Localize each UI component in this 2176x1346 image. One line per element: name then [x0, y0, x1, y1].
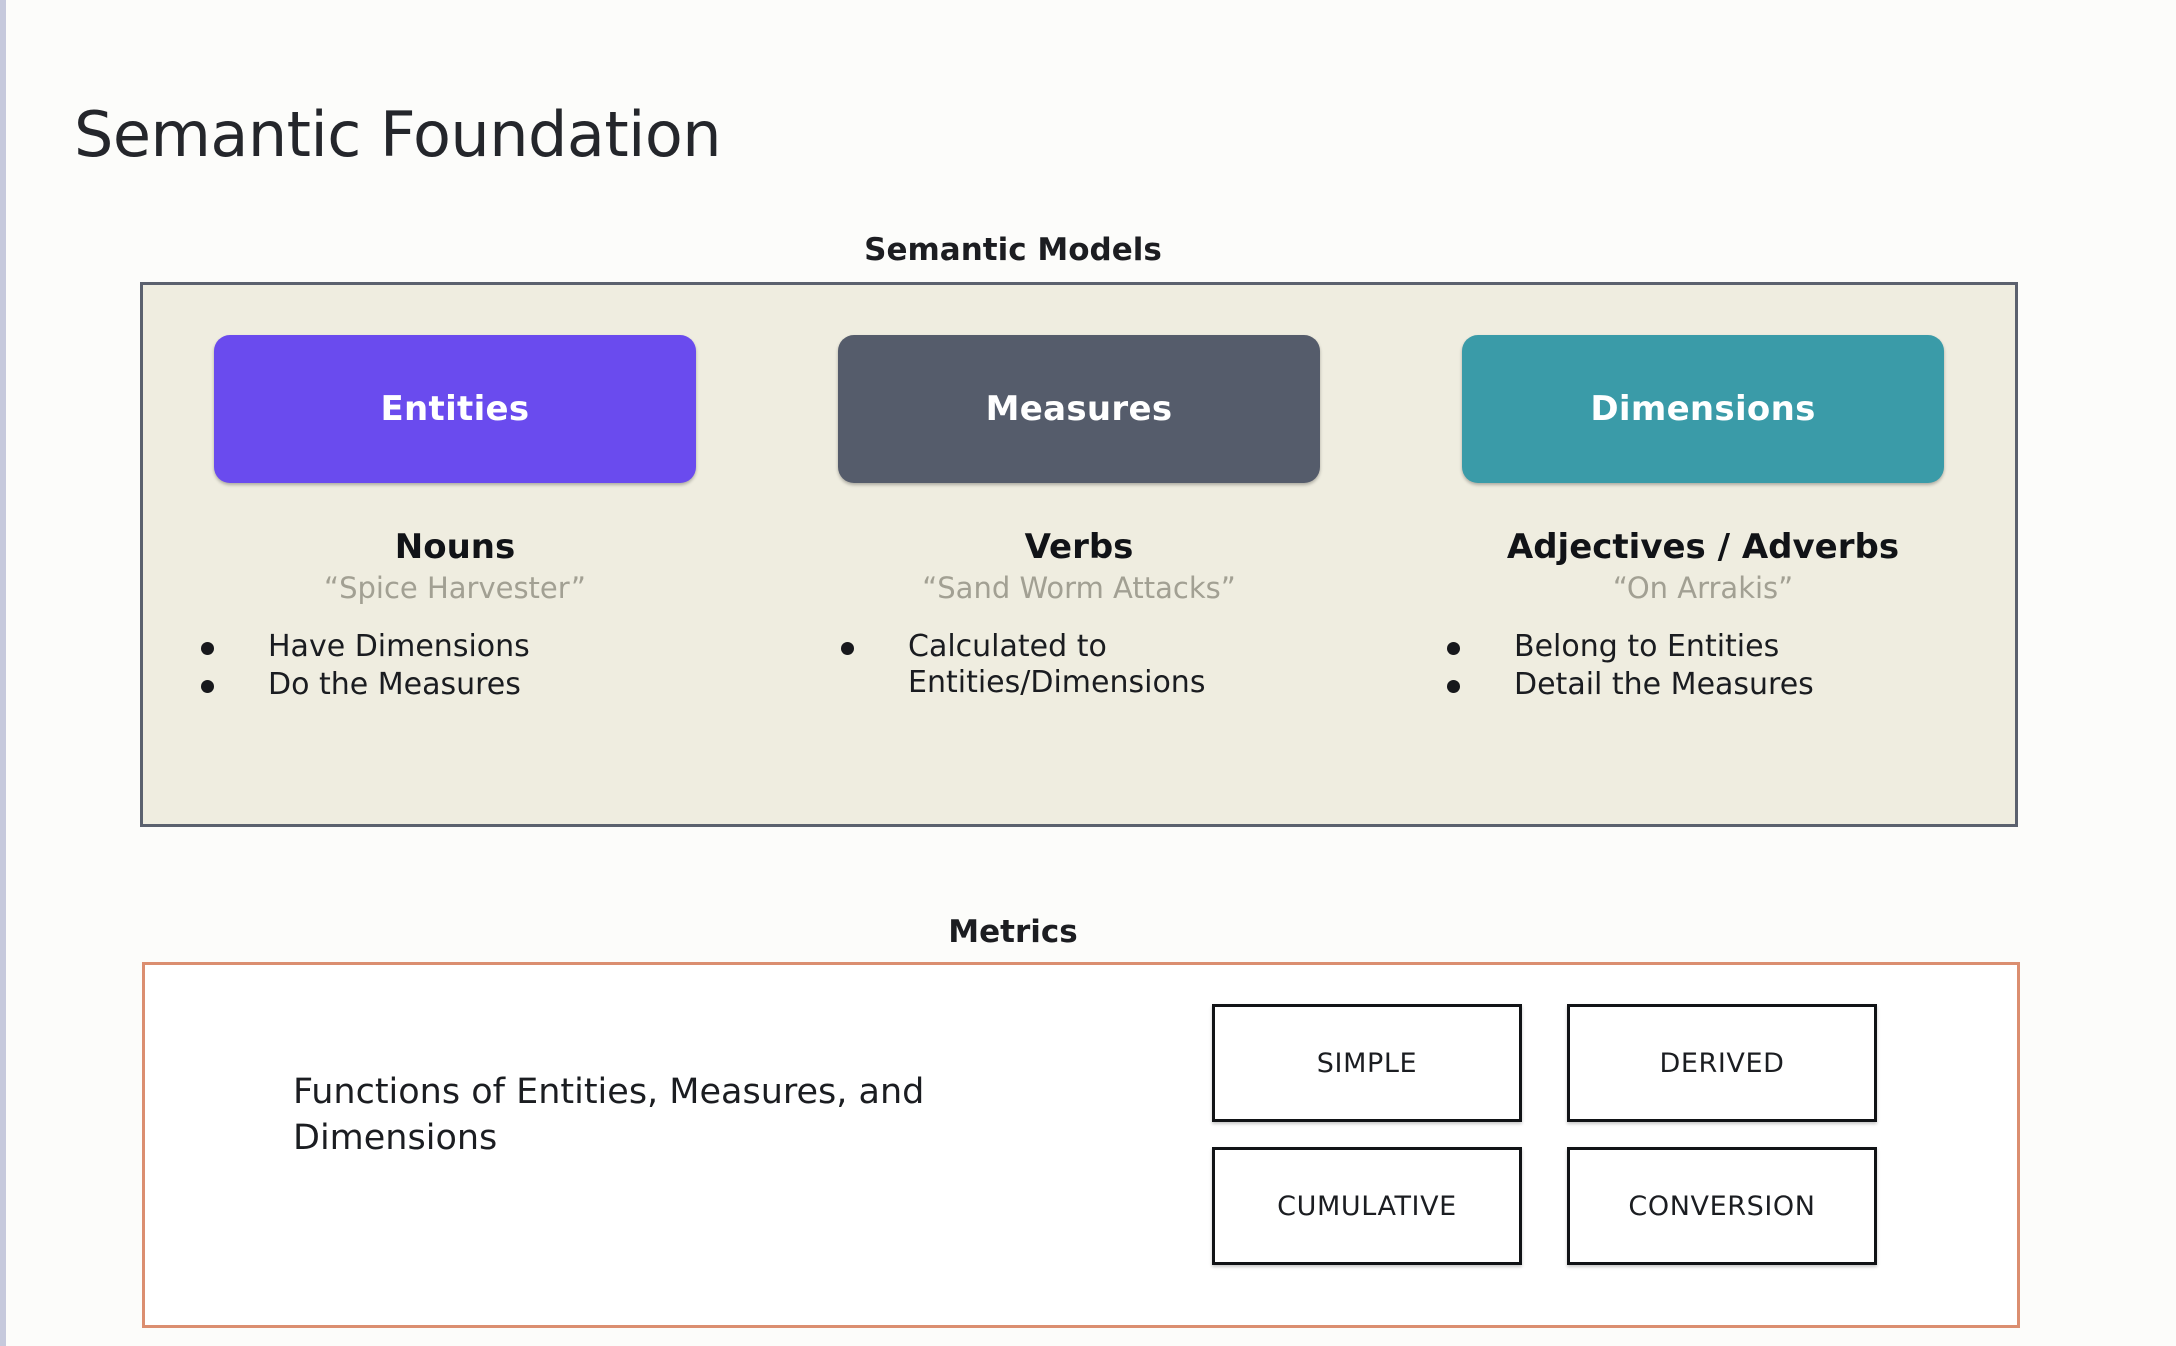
entities-bullet-list: Have Dimensions Do the Measures	[143, 629, 767, 705]
list-item-label: Detail the Measures	[1514, 667, 1814, 702]
list-item-label: Belong to Entities	[1514, 629, 1780, 664]
list-item: Calculated to Entities/Dimensions	[841, 629, 1391, 701]
metric-type-cumulative[interactable]: CUMULATIVE	[1212, 1147, 1522, 1265]
list-item-label: Have Dimensions	[268, 629, 530, 664]
dimensions-chip[interactable]: Dimensions	[1462, 335, 1944, 483]
bullet-dot-icon	[201, 642, 214, 655]
metric-type-simple[interactable]: SIMPLE	[1212, 1004, 1522, 1122]
entities-part-of-speech: Nouns	[394, 527, 516, 567]
semantic-models-panel: Entities Nouns “Spice Harvester” Have Di…	[140, 282, 2018, 827]
list-item: Do the Measures	[201, 667, 767, 703]
bullet-dot-icon	[1447, 642, 1460, 655]
list-item-label: Do the Measures	[268, 667, 521, 702]
bullet-dot-icon	[201, 680, 214, 693]
dimensions-example: “On Arrakis”	[1612, 571, 1794, 605]
semantic-column-dimensions: Dimensions Adjectives / Adverbs “On Arra…	[1391, 285, 2015, 824]
semantic-column-measures: Measures Verbs “Sand Worm Attacks” Calcu…	[767, 285, 1391, 824]
metric-type-conversion[interactable]: CONVERSION	[1567, 1147, 1877, 1265]
measures-part-of-speech: Verbs	[1024, 527, 1134, 567]
bullet-dot-icon	[1447, 680, 1460, 693]
dimensions-bullet-list: Belong to Entities Detail the Measures	[1391, 629, 2015, 705]
left-edge-strip	[0, 0, 6, 1346]
entities-example: “Spice Harvester”	[324, 571, 586, 605]
metrics-panel: Functions of Entities, Measures, and Dim…	[142, 962, 2020, 1328]
metrics-type-grid: SIMPLE DERIVED CUMULATIVE CONVERSION	[1212, 1004, 1877, 1265]
list-item: Have Dimensions	[201, 629, 767, 665]
dimensions-part-of-speech: Adjectives / Adverbs	[1506, 527, 1900, 567]
metrics-heading: Metrics	[948, 914, 1078, 950]
semantic-models-heading: Semantic Models	[864, 232, 1162, 268]
metric-type-derived[interactable]: DERIVED	[1567, 1004, 1877, 1122]
list-item: Detail the Measures	[1447, 667, 2015, 703]
entities-chip[interactable]: Entities	[214, 335, 696, 483]
page-title: Semantic Foundation	[74, 97, 722, 171]
list-item: Belong to Entities	[1447, 629, 2015, 665]
bullet-dot-icon	[841, 642, 854, 655]
metrics-description: Functions of Entities, Measures, and Dim…	[293, 1072, 925, 1159]
list-item-label: Calculated to Entities/Dimensions	[908, 629, 1206, 700]
measures-chip[interactable]: Measures	[838, 335, 1320, 483]
measures-example: “Sand Worm Attacks”	[922, 571, 1236, 605]
measures-bullet-list: Calculated to Entities/Dimensions	[767, 629, 1391, 703]
semantic-column-entities: Entities Nouns “Spice Harvester” Have Di…	[143, 285, 767, 824]
